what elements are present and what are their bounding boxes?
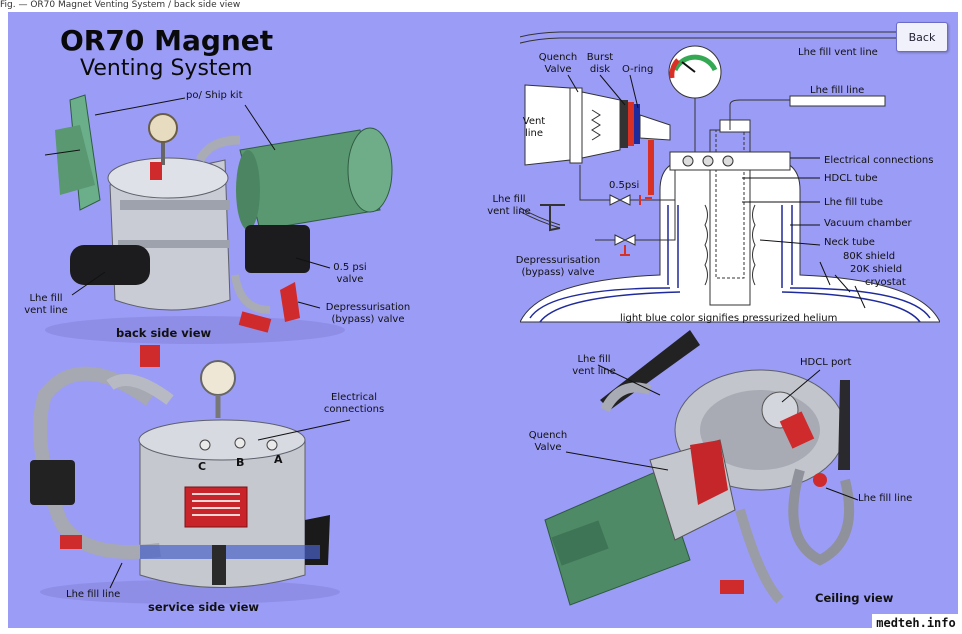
label-lhe-fill-service: Lhe fill line bbox=[66, 589, 121, 600]
top-strip: Fig. — OR70 Magnet Venting System / back… bbox=[0, 0, 241, 10]
watermark: medteh.info bbox=[872, 614, 960, 632]
diag-label-80k: 80K shield bbox=[843, 251, 896, 262]
label-hdcl-port: HDCL port bbox=[800, 357, 852, 368]
diag-label-burst: Burst disk bbox=[586, 52, 614, 75]
ceiling-view-illustration bbox=[544, 330, 855, 606]
venting-schematic bbox=[520, 31, 940, 323]
diag-label-electrical: Electrical connections bbox=[824, 155, 934, 166]
diag-label-depress: Depressurisation (bypass) valve bbox=[515, 255, 601, 278]
label-lhe-fill-vent-ceiling: Lhe fill vent line bbox=[572, 354, 616, 377]
caption-back-view: back side view bbox=[116, 326, 212, 340]
diag-label-quench: Quench Valve bbox=[538, 52, 578, 75]
diag-label-psi: 0.5psi bbox=[609, 180, 640, 191]
diag-label-oring: O-ring bbox=[622, 64, 654, 75]
diag-label-hdcl-tube: HDCL tube bbox=[824, 173, 878, 184]
diag-label-lhe-fill-top: Lhe fill line bbox=[810, 85, 865, 96]
service-view-illustration bbox=[30, 345, 340, 604]
label-depress-back: Depressurisation (bypass) valve bbox=[325, 302, 411, 325]
diag-label-vent-line: Vent line bbox=[522, 116, 546, 139]
connector-a-label: A bbox=[274, 453, 283, 466]
connector-c-label: C bbox=[198, 460, 207, 473]
diag-label-lhe-fill-vent-top: Lhe fill vent line bbox=[798, 47, 878, 58]
label-electrical-service: Electrical connections bbox=[323, 392, 385, 415]
diag-label-20k: 20K shield bbox=[850, 264, 903, 275]
page-subtitle: Venting System bbox=[80, 56, 253, 81]
diag-label-neck: Neck tube bbox=[824, 237, 875, 248]
diag-label-lhe-fill-vent-left: Lhe fill vent line bbox=[487, 194, 531, 217]
label-lhe-fill-ceiling: Lhe fill line bbox=[858, 493, 913, 504]
label-quench-ceiling: Quench Valve bbox=[528, 430, 568, 453]
back-button[interactable]: Back bbox=[896, 22, 948, 52]
diag-label-vacuum: Vacuum chamber bbox=[824, 218, 912, 229]
label-ship-kit: po/ Ship kit bbox=[186, 90, 243, 101]
caption-service-view: service side view bbox=[148, 600, 260, 614]
back-view-illustration bbox=[45, 94, 393, 344]
diag-label-cryostat: cryostat bbox=[865, 277, 906, 288]
label-lhe-fill-vent-back: Lhe fill vent line bbox=[24, 293, 68, 316]
page-title: OR70 Magnet bbox=[60, 24, 274, 57]
diag-label-pressurized: light blue color signifies pressurized h… bbox=[620, 313, 838, 324]
connector-b-label: B bbox=[236, 456, 245, 469]
label-psi-valve: 0.5 psi valve bbox=[333, 262, 367, 285]
caption-ceiling-view: Ceiling view bbox=[815, 591, 894, 605]
diag-label-lhe-fill-tube: Lhe fill tube bbox=[824, 197, 884, 208]
